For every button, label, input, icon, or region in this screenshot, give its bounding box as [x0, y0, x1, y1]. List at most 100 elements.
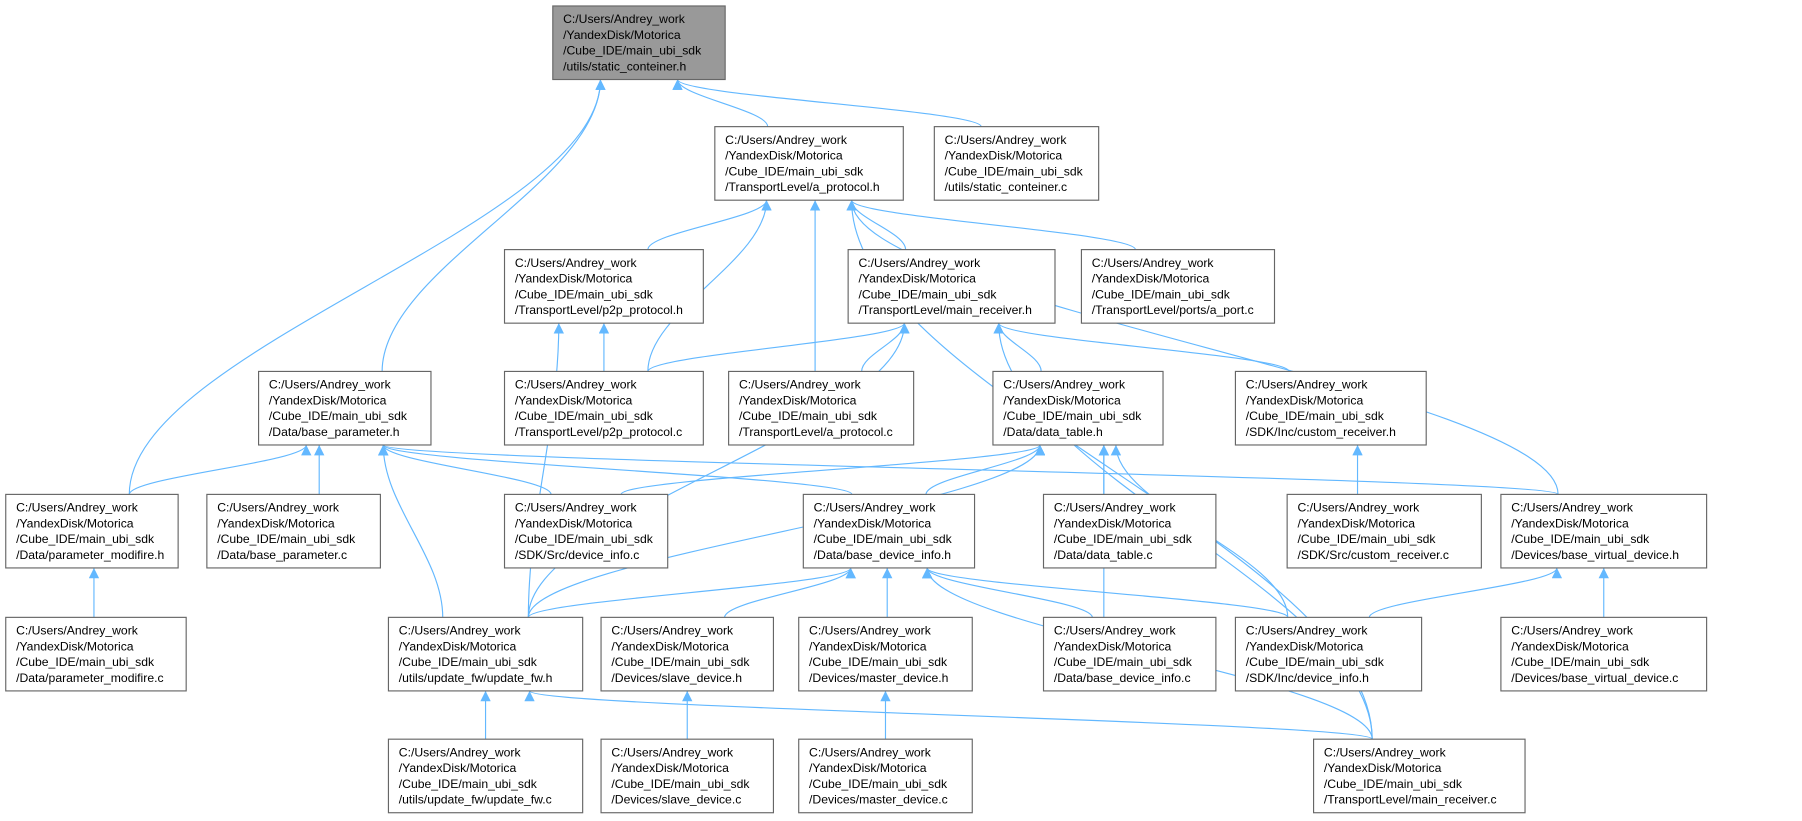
dependency-edge-device_info_h-to-base_virtual_device_h	[1368, 567, 1562, 618]
node-box	[552, 5, 726, 81]
node-box	[1500, 493, 1708, 569]
node-file-name: /Data/parameter_modifire.h	[16, 548, 164, 562]
node-path-line: /YandexDisk/Motorica	[611, 761, 729, 775]
node-path-line: /Cube_IDE/main_ubi_sdk	[611, 777, 750, 791]
node-box	[1500, 616, 1708, 692]
dependency-edge-a_port_c-to-a_protocol_h	[846, 199, 1137, 251]
graph-node-a-protocol-c[interactable]: C:/Users/Andrey_work/YandexDisk/Motorica…	[728, 370, 915, 446]
node-file-name: /utils/static_conteiner.c	[945, 180, 1067, 194]
node-path-line: /Cube_IDE/main_ubi_sdk	[1511, 655, 1650, 669]
node-path-line: C:/Users/Andrey_work	[16, 501, 139, 515]
node-file-name: /Devices/slave_device.c	[611, 793, 741, 807]
node-box	[1042, 493, 1217, 569]
graph-node-p2p-protocol-c[interactable]: C:/Users/Andrey_work/YandexDisk/Motorica…	[503, 370, 704, 446]
node-box	[714, 126, 904, 201]
node-file-name: /SDK/Inc/device_info.h	[1246, 671, 1369, 685]
graph-node-master-device-h[interactable]: C:/Users/Andrey_work/YandexDisk/Motorica…	[798, 616, 973, 692]
node-path-line: /Cube_IDE/main_ubi_sdk	[217, 532, 356, 546]
node-path-line: /Cube_IDE/main_ubi_sdk	[1297, 532, 1436, 546]
node-path-line: /YandexDisk/Motorica	[515, 516, 633, 530]
graph-node-static-c[interactable]: C:/Users/Andrey_work/YandexDisk/Motorica…	[933, 126, 1100, 201]
node-path-line: /YandexDisk/Motorica	[739, 393, 857, 407]
node-box	[933, 126, 1100, 201]
node-path-line: /Cube_IDE/main_ubi_sdk	[1246, 409, 1385, 423]
graph-node-static-h: C:/Users/Andrey_work/YandexDisk/Motorica…	[552, 5, 726, 81]
graph-node-base-virtual-device-c[interactable]: C:/Users/Andrey_work/YandexDisk/Motorica…	[1500, 616, 1708, 692]
node-path-line: C:/Users/Andrey_work	[1092, 256, 1215, 270]
node-path-line: C:/Users/Andrey_work	[809, 745, 932, 759]
node-path-line: /YandexDisk/Motorica	[515, 393, 633, 407]
graph-node-main-receiver-h[interactable]: C:/Users/Andrey_work/YandexDisk/Motorica…	[847, 249, 1056, 324]
dependency-edge-base_virtual_device_h-to-a_protocol_h	[846, 200, 1559, 495]
dependency-edge-parameter_modifire_h-to-static_h	[128, 79, 606, 495]
node-file-name: /Data/data_table.c	[1054, 548, 1153, 562]
graph-node-base-device-info-h[interactable]: C:/Users/Andrey_work/YandexDisk/Motorica…	[802, 493, 976, 569]
node-path-line: /Cube_IDE/main_ubi_sdk	[945, 164, 1084, 178]
graph-node-p2p-protocol-h[interactable]: C:/Users/Andrey_work/YandexDisk/Motorica…	[503, 249, 704, 324]
graph-node-custom-receiver-c[interactable]: C:/Users/Andrey_work/YandexDisk/Motorica…	[1286, 493, 1482, 569]
node-box	[600, 738, 775, 814]
node-path-line: /YandexDisk/Motorica	[1003, 393, 1121, 407]
graph-node-parameter-modifire-h[interactable]: C:/Users/Andrey_work/YandexDisk/Motorica…	[5, 493, 179, 569]
graph-node-update-fw-h[interactable]: C:/Users/Andrey_work/YandexDisk/Motorica…	[387, 616, 584, 692]
node-path-line: C:/Users/Andrey_work	[725, 133, 848, 147]
node-box	[206, 493, 381, 569]
graph-node-parameter-modifire-c[interactable]: C:/Users/Andrey_work/YandexDisk/Motorica…	[5, 616, 187, 692]
graph-node-base-virtual-device-h[interactable]: C:/Users/Andrey_work/YandexDisk/Motorica…	[1500, 493, 1708, 569]
node-box	[798, 616, 973, 692]
node-path-line: C:/Users/Andrey_work	[515, 501, 638, 515]
node-box	[5, 493, 179, 569]
graph-node-data-table-c[interactable]: C:/Users/Andrey_work/YandexDisk/Motorica…	[1042, 493, 1217, 569]
node-file-name: /TransportLevel/a_protocol.h	[725, 180, 880, 194]
node-box	[600, 616, 775, 692]
node-path-line: C:/Users/Andrey_work	[1246, 624, 1369, 638]
node-file-name: /SDK/Src/device_info.c	[515, 548, 639, 562]
graph-node-device-info-c[interactable]: C:/Users/Andrey_work/YandexDisk/Motorica…	[503, 493, 669, 569]
graph-node-slave-device-h[interactable]: C:/Users/Andrey_work/YandexDisk/Motorica…	[600, 616, 775, 692]
node-box	[503, 493, 669, 569]
graph-node-a-port-c[interactable]: C:/Users/Andrey_work/YandexDisk/Motorica…	[1080, 249, 1276, 324]
node-file-name: /TransportLevel/p2p_protocol.h	[515, 303, 683, 317]
node-box	[1234, 370, 1427, 446]
graph-node-slave-device-c[interactable]: C:/Users/Andrey_work/YandexDisk/Motorica…	[600, 738, 775, 814]
node-path-line: /YandexDisk/Motorica	[858, 272, 976, 286]
graph-node-a-protocol-h[interactable]: C:/Users/Andrey_work/YandexDisk/Motorica…	[714, 126, 904, 201]
node-box	[1234, 616, 1423, 692]
dependency-edge-custom_receiver_h-to-main_receiver_h	[993, 322, 1290, 372]
node-path-line: /Cube_IDE/main_ubi_sdk	[611, 655, 750, 669]
node-box	[1286, 493, 1482, 569]
graph-node-main-receiver-c[interactable]: C:/Users/Andrey_work/YandexDisk/Motorica…	[1313, 738, 1526, 814]
node-path-line: /Cube_IDE/main_ubi_sdk	[1092, 287, 1231, 301]
node-file-name: /TransportLevel/main_receiver.h	[858, 303, 1031, 317]
node-file-name: /Devices/master_device.h	[809, 671, 948, 685]
node-path-line: C:/Users/Andrey_work	[16, 624, 139, 638]
graph-node-update-fw-c[interactable]: C:/Users/Andrey_work/YandexDisk/Motorica…	[387, 738, 584, 814]
node-file-name: /Data/parameter_modifire.c	[16, 671, 163, 685]
graph-node-base-device-info-c[interactable]: C:/Users/Andrey_work/YandexDisk/Motorica…	[1042, 616, 1217, 692]
graph-node-device-info-h[interactable]: C:/Users/Andrey_work/YandexDisk/Motorica…	[1234, 616, 1423, 692]
graph-node-data-table-h[interactable]: C:/Users/Andrey_work/YandexDisk/Motorica…	[992, 370, 1164, 446]
graph-node-custom-receiver-h[interactable]: C:/Users/Andrey_work/YandexDisk/Motorica…	[1234, 370, 1427, 446]
node-file-name: /TransportLevel/main_receiver.c	[1324, 793, 1497, 807]
node-path-line: C:/Users/Andrey_work	[1324, 745, 1447, 759]
node-box	[1313, 738, 1526, 814]
graph-node-base-parameter-h[interactable]: C:/Users/Andrey_work/YandexDisk/Motorica…	[258, 370, 432, 446]
node-box	[1042, 616, 1217, 692]
node-path-line: /YandexDisk/Motorica	[217, 516, 335, 530]
node-path-line: C:/Users/Andrey_work	[858, 256, 981, 270]
node-path-line: C:/Users/Andrey_work	[809, 624, 932, 638]
node-path-line: /YandexDisk/Motorica	[1297, 516, 1415, 530]
node-box	[503, 249, 704, 324]
node-path-line: /YandexDisk/Motorica	[1324, 761, 1442, 775]
dependency-edge-parameter_modifire_h-to-base_parameter_h	[128, 444, 312, 495]
dependency-edge-p2p_protocol_c-to-a_protocol_h	[647, 200, 772, 372]
dependency-edge-base_device_info_h-to-base_parameter_h	[378, 444, 853, 495]
graph-node-master-device-c[interactable]: C:/Users/Andrey_work/YandexDisk/Motorica…	[798, 738, 973, 814]
dependency-edge-slave_device_h-to-base_device_info_h	[724, 567, 856, 618]
node-path-line: /Cube_IDE/main_ubi_sdk	[1511, 532, 1650, 546]
node-path-line: /YandexDisk/Motorica	[16, 516, 134, 530]
node-box	[728, 370, 915, 446]
node-path-line: /Cube_IDE/main_ubi_sdk	[814, 532, 953, 546]
dependency-edge-base_virtual_device_h-to-base_parameter_h	[378, 444, 1559, 495]
graph-node-base-parameter-c[interactable]: C:/Users/Andrey_work/YandexDisk/Motorica…	[206, 493, 381, 569]
